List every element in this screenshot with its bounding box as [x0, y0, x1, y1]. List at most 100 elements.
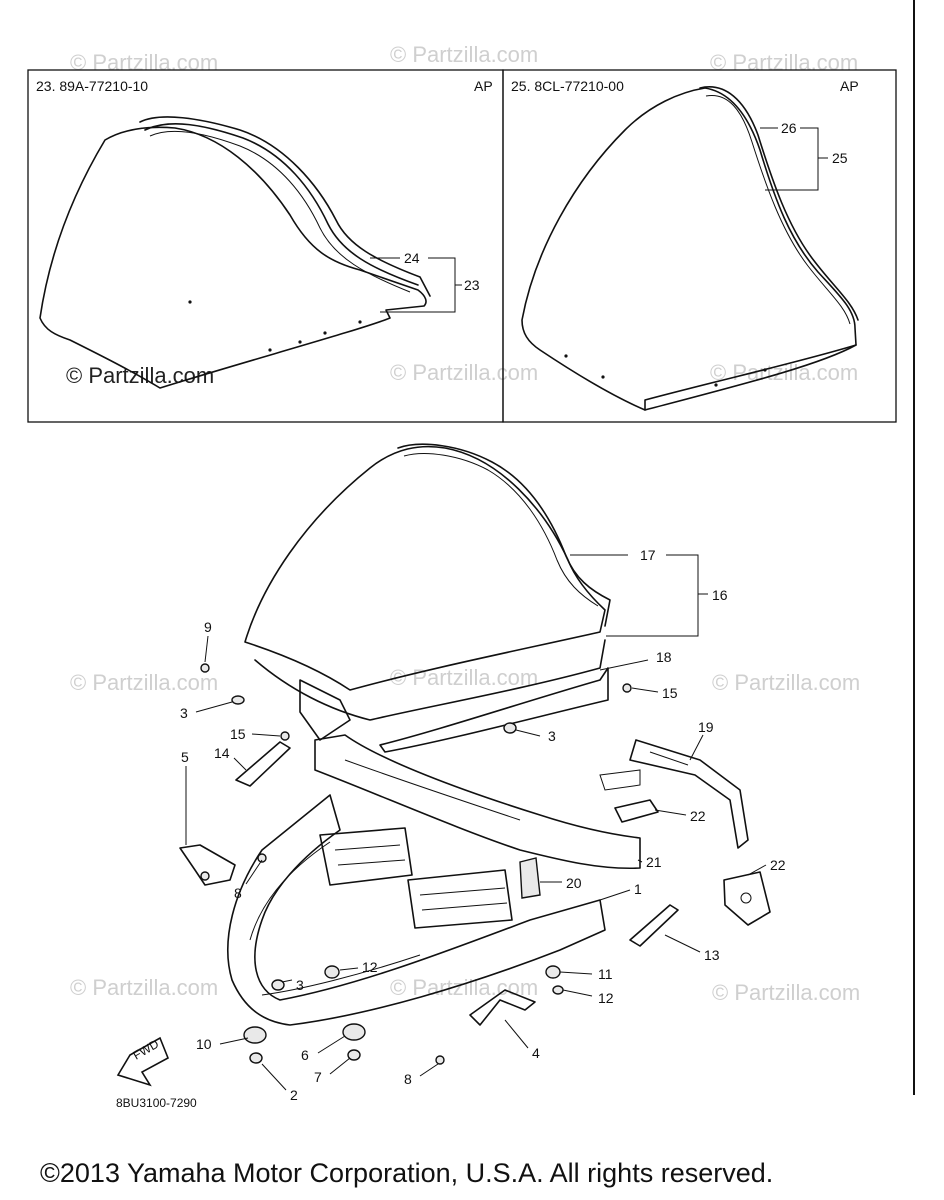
grommet [740, 892, 752, 904]
leader-13 [664, 934, 701, 953]
watermark: © Partzilla.com [390, 360, 538, 385]
screw-hole [763, 368, 767, 372]
nut [249, 1052, 263, 1064]
callout-1: 1 [634, 881, 642, 897]
callout-15b: 15 [662, 685, 678, 701]
leader-3a [195, 701, 233, 713]
leader-12a [339, 967, 359, 971]
callout-17: 17 [640, 547, 656, 563]
callout-15a: 15 [230, 726, 246, 742]
windshield-16-lower [254, 639, 606, 721]
watermark: © Partzilla.com [390, 665, 538, 690]
screw-hole [188, 300, 192, 304]
inset-title: 23. 89A-77210-10 [36, 78, 148, 94]
bracket-19-detail [599, 751, 689, 791]
bracket-13 [629, 904, 679, 947]
callout-3b: 3 [548, 728, 556, 744]
callout-22b: 22 [770, 857, 786, 873]
callout-2: 2 [290, 1087, 298, 1103]
callout-8a: 8 [234, 885, 242, 901]
cowl-duct-21-detail [344, 759, 521, 821]
leader-14 [233, 757, 247, 771]
nut [271, 979, 285, 991]
watermark: © Partzilla.com [712, 980, 860, 1005]
callout-13: 13 [704, 947, 720, 963]
leader-8a [245, 859, 263, 885]
bolt [280, 731, 290, 741]
leader-4 [504, 1019, 529, 1049]
leader-16 [606, 554, 699, 637]
bolt [257, 853, 267, 863]
callout-5: 5 [181, 749, 189, 765]
callout-11: 11 [598, 966, 613, 982]
leader-11 [559, 971, 593, 975]
callout-8b: 8 [404, 1071, 412, 1087]
callout-16: 16 [712, 587, 728, 603]
inset-frame [502, 69, 897, 423]
screw-hole [298, 340, 302, 344]
leader-6 [317, 1035, 346, 1054]
windshield-23-inner [149, 130, 411, 293]
callout-23: 23 [464, 277, 480, 293]
inner-stay [299, 679, 351, 741]
windshield-23-trim-24 [144, 123, 419, 286]
inset-tag: AP [840, 78, 859, 94]
watermark: © Partzilla.com [390, 975, 538, 1000]
watermark: © Partzilla.com [70, 670, 218, 695]
bolt [200, 871, 210, 881]
leader-21 [637, 859, 643, 863]
lower-cowl-1-inner [249, 841, 421, 996]
watermark: © Partzilla.com [390, 42, 538, 67]
collar [347, 1049, 361, 1061]
watermarks: © Partzilla.com © Partzilla.com © Partzi… [66, 42, 860, 1005]
bolt [622, 683, 632, 693]
leader-25 [765, 127, 819, 191]
leader-9 [204, 635, 209, 663]
inset-windshield-25: 25. 8CL-77210-00 AP 26 25 [502, 69, 897, 423]
damper [342, 1023, 366, 1041]
windshield-23-edge [139, 116, 431, 297]
watermark: © Partzilla.com [70, 975, 218, 1000]
callout-22a: 22 [690, 808, 706, 824]
leader-18 [599, 659, 649, 671]
callout-9: 9 [204, 619, 212, 635]
fasteners [200, 663, 632, 1065]
meter-box-2 [407, 869, 513, 929]
leader-3c [281, 979, 293, 983]
grommet [324, 965, 340, 979]
windshield-23-shape [39, 126, 427, 389]
main-assembly: FWD 8BU3100-7290 [116, 443, 771, 1110]
leader-3b [515, 729, 541, 737]
windshield-25-trim-26 [699, 86, 859, 321]
watermark-dark: © Partzilla.com [66, 363, 214, 388]
windshield-25-trim-inner [705, 94, 851, 325]
callout-19: 19 [698, 719, 714, 735]
screw-hole [714, 383, 718, 387]
callout-25: 25 [832, 150, 848, 166]
main-callouts: 17 16 18 15 9 3 3 15 14 5 19 22 22 [180, 547, 786, 1103]
bracket-22b [723, 871, 771, 926]
bracket-19 [629, 739, 749, 849]
leader-12b [562, 989, 593, 997]
callout-4: 4 [532, 1045, 540, 1061]
callout-10: 10 [196, 1036, 212, 1052]
diagram-code: 8BU3100-7290 [116, 1096, 197, 1110]
leader-15b [631, 687, 659, 693]
meter-box [319, 827, 413, 886]
leader-22a [654, 809, 687, 816]
callout-24: 24 [404, 250, 420, 266]
screw-hole [601, 375, 605, 379]
callout-18: 18 [656, 649, 672, 665]
inset-tag: AP [474, 78, 493, 94]
screw-hole [358, 320, 362, 324]
leader-15a [251, 733, 281, 737]
bolt [200, 663, 210, 673]
callout-21: 21 [646, 854, 662, 870]
copyright-notice: ©2013 Yamaha Motor Corporation, U.S.A. A… [40, 1158, 774, 1188]
watermark: © Partzilla.com [710, 50, 858, 75]
callout-12a: 12 [362, 959, 378, 975]
leader-19 [689, 734, 704, 761]
callout-26: 26 [781, 120, 797, 136]
callout-7: 7 [314, 1069, 322, 1085]
